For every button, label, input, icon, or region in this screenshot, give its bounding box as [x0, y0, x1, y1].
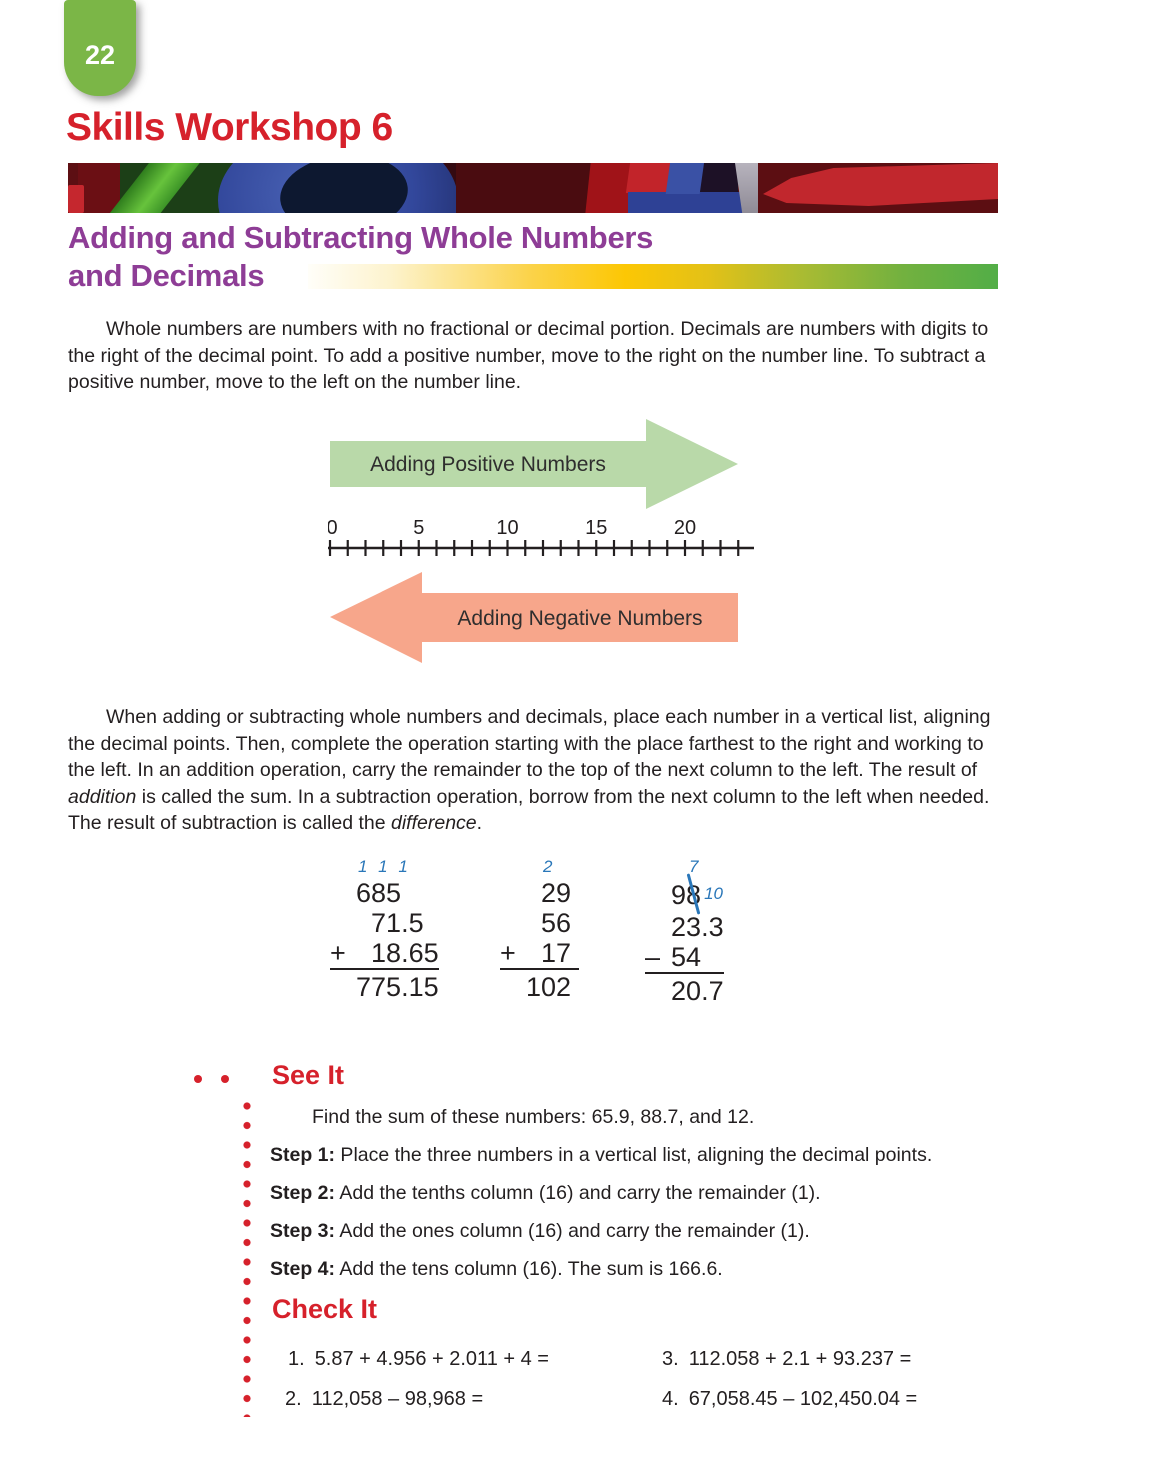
tick-label-5: 5	[413, 517, 424, 539]
photo-shape-darkred-block	[456, 163, 606, 213]
problem-1: 1. 5.87 + 4.956 + 2.011 + 4 =	[288, 1348, 549, 1371]
operand-with-borrow: 98	[671, 878, 701, 912]
see-it-heading: See It	[272, 1060, 345, 1090]
red-dot	[221, 1075, 229, 1083]
adding-positive-arrow	[330, 419, 738, 509]
red-dot	[194, 1075, 202, 1083]
problem-number: 3.	[662, 1348, 679, 1370]
heading-gradient-bar	[308, 264, 998, 289]
operand: 685	[356, 878, 402, 908]
carry-digits: 7	[689, 857, 702, 876]
tick-label-0: 0	[328, 517, 338, 539]
adding-positive-label: Adding Positive Numbers	[370, 453, 606, 476]
worked-example-addition-1: 1 1 1 685 71.5 +18.65 775.15	[330, 856, 439, 1002]
step-label: Step 1:	[270, 1144, 336, 1166]
problem-expression: 112.058 + 2.1 + 93.237 =	[688, 1348, 912, 1370]
method-paragraph: When adding or subtracting whole numbers…	[68, 704, 996, 837]
vertical-difference-table: 98 10 23.3 –54 20.7	[645, 878, 724, 1006]
borrow-note: 10	[704, 884, 723, 903]
problem-number: 1.	[288, 1348, 305, 1370]
number-line-ticks	[328, 540, 740, 556]
step-3: Step 3: Add the ones column (16) and car…	[270, 1220, 810, 1243]
adding-negative-label: Adding Negative Numbers	[457, 607, 702, 630]
page-number: 22	[84, 39, 116, 70]
section-heading-line1: Adding and Subtracting Whole Numbers	[68, 220, 654, 255]
sum-result: 102	[526, 972, 572, 1002]
adding-negative-arrow	[330, 572, 738, 663]
vertical-sum-table: 29 56 +17 102	[500, 878, 580, 1002]
operator: –	[645, 942, 671, 974]
step-label: Step 4:	[270, 1258, 336, 1280]
letters-photo-strip	[68, 163, 998, 213]
digit: 9	[671, 880, 687, 910]
worked-example-subtraction: 7 98 10 23.3 –54 20.7	[645, 856, 724, 1006]
operand: 23	[671, 912, 702, 942]
problem-3: 3. 112.058 + 2.1 + 93.237 =	[662, 1348, 911, 1371]
operator: +	[500, 938, 526, 970]
step-1: Step 1: Place the three numbers in a ver…	[270, 1144, 932, 1167]
operand: 71	[371, 908, 402, 938]
operand: 54	[671, 942, 702, 974]
method-italic-difference: difference	[391, 812, 477, 834]
difference-result: 20	[671, 976, 702, 1006]
step-2: Step 2: Add the tenths column (16) and c…	[270, 1182, 821, 1205]
operand: 17	[526, 938, 572, 970]
tick-label-20: 20	[674, 517, 696, 539]
method-text-1: When adding or subtracting whole numbers…	[68, 706, 991, 781]
intro-paragraph: Whole numbers are numbers with no fracti…	[68, 318, 989, 393]
carry-digits: 1 1 1	[358, 857, 411, 876]
operator: +	[330, 938, 356, 970]
photo-shape-blue-one-stem	[665, 163, 705, 194]
tick-label-10: 10	[496, 517, 518, 539]
problem-number: 4.	[662, 1388, 679, 1410]
page-title: Skills Workshop 6	[66, 106, 393, 149]
method-italic-addition: addition	[68, 785, 137, 808]
problem-expression: 67,058.45 – 102,450.04 =	[688, 1388, 918, 1410]
see-it-problem: Find the sum of these numbers: 65.9, 88.…	[312, 1106, 755, 1128]
photo-shape-red-sliver	[68, 185, 84, 213]
operand: 29	[541, 878, 572, 908]
worked-example-addition-2: 2 29 56 +17 102	[500, 856, 580, 1002]
operand: 18	[356, 938, 402, 970]
step-text: Add the tens column (16). The sum is 166…	[335, 1258, 723, 1280]
red-dotted-divider	[243, 1102, 251, 1417]
step-label: Step 2:	[270, 1182, 336, 1204]
step-text: Place the three numbers in a vertical li…	[335, 1144, 933, 1166]
step-4: Step 4: Add the tens column (16). The su…	[270, 1258, 723, 1281]
step-text: Add the ones column (16) and carry the r…	[335, 1220, 810, 1242]
problem-2: 2. 112,058 – 98,968 =	[285, 1388, 483, 1411]
problem-4: 4. 67,058.45 – 102,450.04 =	[662, 1388, 917, 1411]
number-line-diagram: Adding Positive Numbers 0 5 10 15 20 Add…	[328, 419, 754, 663]
sum-result: 775	[356, 972, 402, 1002]
photo-shape-blue-zero-hole	[276, 163, 412, 213]
step-label: Step 3:	[270, 1220, 336, 1242]
method-text-3: .	[476, 812, 483, 834]
page-number-tab: 22	[64, 0, 136, 96]
carry-digits: 2	[543, 857, 556, 876]
problem-expression: 112,058 – 98,968 =	[311, 1388, 484, 1410]
vertical-sum-table: 685 71.5 +18.65 775.15	[330, 878, 439, 1002]
tick-label-15: 15	[585, 517, 607, 539]
method-text-2: is called the sum. In a subtraction oper…	[68, 785, 990, 835]
problem-number: 2.	[285, 1388, 302, 1410]
step-text: Add the tenths column (16) and carry the…	[335, 1182, 821, 1204]
check-it-heading: Check It	[272, 1294, 378, 1324]
operand: 56	[541, 908, 572, 938]
section-heading-line2: and Decimals	[68, 258, 265, 293]
crossed-out-digit: 8	[686, 880, 702, 910]
problem-expression: 5.87 + 4.956 + 2.011 + 4 =	[314, 1348, 549, 1370]
